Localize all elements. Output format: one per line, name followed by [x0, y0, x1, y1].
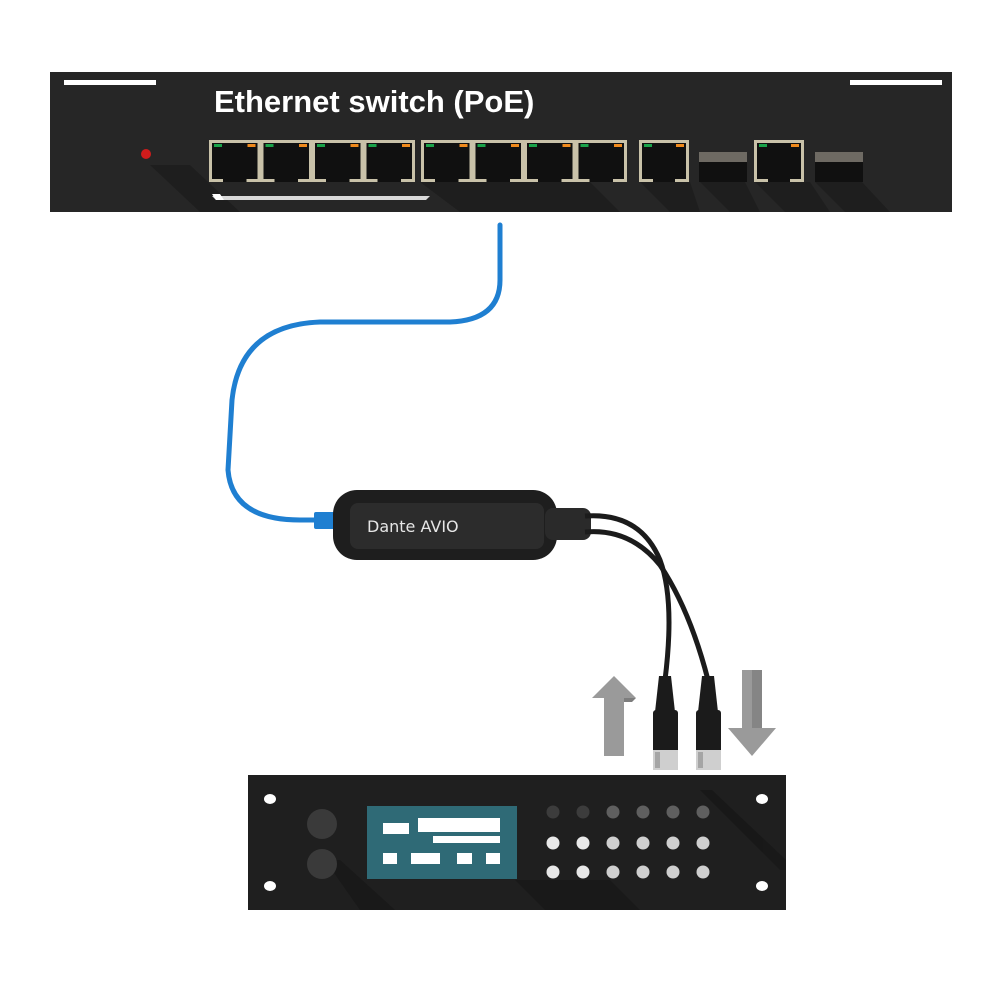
- switch-ear-line-left: [64, 80, 156, 85]
- cable-line: [225, 222, 503, 523]
- device-button: [696, 805, 710, 819]
- button-grid: [546, 805, 710, 879]
- device-button: [606, 836, 620, 850]
- device-button: [576, 865, 590, 879]
- switch-ear-line-right: [850, 80, 942, 85]
- up-arrow-icon: [592, 676, 636, 756]
- rj45-plug: [314, 512, 336, 529]
- device-button: [636, 836, 650, 850]
- activity-led-icon: [791, 144, 799, 147]
- device-button: [696, 836, 710, 850]
- device-button: [636, 865, 650, 879]
- rack-hole: [756, 794, 768, 804]
- device-button: [576, 805, 590, 819]
- rj45-port: [366, 143, 412, 182]
- port-group-4: [754, 140, 804, 182]
- device-shadow: [325, 790, 786, 910]
- switch-label-bar: [212, 196, 430, 200]
- link-led-icon: [759, 144, 767, 147]
- port-group-1: [209, 140, 415, 182]
- dante-avio-adapter: [333, 490, 591, 560]
- rj45-port: [212, 143, 258, 182]
- activity-led-icon: [562, 144, 571, 147]
- activity-led-icon: [511, 144, 519, 147]
- device-button: [696, 865, 710, 879]
- power-led-icon: [141, 149, 151, 159]
- device-button: [636, 805, 650, 819]
- adapter-panel: [350, 503, 544, 549]
- link-led-icon: [426, 144, 434, 147]
- link-led-icon: [265, 144, 274, 147]
- activity-led-icon: [247, 144, 256, 147]
- device-button: [666, 805, 680, 819]
- device-button: [546, 836, 560, 850]
- xlr-cable-left: [584, 513, 672, 681]
- device-button: [576, 836, 590, 850]
- down-arrow-icon: [728, 670, 776, 756]
- link-led-icon: [368, 144, 377, 147]
- xlr-connector-left: [653, 676, 678, 770]
- rj45-port: [263, 143, 309, 182]
- ethernet-cable: [225, 222, 503, 529]
- device-button: [606, 865, 620, 879]
- sfp-slot: [699, 152, 747, 182]
- adapter-label: Dante AVIO: [367, 517, 459, 536]
- activity-led-icon: [350, 144, 359, 147]
- rack-hole: [264, 794, 276, 804]
- activity-led-icon: [676, 144, 684, 147]
- port-group-3: [639, 140, 689, 182]
- device-button: [666, 865, 680, 879]
- xlr-cables: [584, 513, 711, 681]
- link-led-icon: [580, 144, 589, 147]
- knob-icon: [307, 809, 337, 839]
- activity-led-icon: [299, 144, 307, 147]
- device-button: [546, 805, 560, 819]
- rj45-port: [475, 143, 521, 182]
- activity-led-icon: [402, 144, 410, 147]
- sfp-slot: [815, 152, 863, 182]
- link-led-icon: [317, 144, 325, 147]
- adapter-tail: [545, 508, 591, 540]
- switch-title: Ethernet switch (PoE): [214, 84, 535, 119]
- rj45-port: [757, 143, 801, 182]
- audio-device: [248, 775, 786, 910]
- rj45-port: [315, 143, 361, 182]
- switch-label-bar-tip: [212, 194, 224, 200]
- switch-shadow: [150, 165, 890, 212]
- activity-led-icon: [459, 144, 468, 147]
- device-button: [546, 865, 560, 879]
- rack-hole: [264, 881, 276, 891]
- xlr-connector-right: [696, 676, 721, 770]
- display-segments: [383, 818, 500, 864]
- knob-icon: [307, 849, 337, 879]
- rj45-port: [578, 143, 624, 182]
- rj45-port: [424, 143, 470, 182]
- link-led-icon: [214, 144, 222, 147]
- rj45-port: [642, 143, 686, 182]
- rack-hole: [756, 881, 768, 891]
- link-led-icon: [529, 144, 537, 147]
- device-button: [606, 805, 620, 819]
- device-button: [666, 836, 680, 850]
- port-group-2: [421, 140, 627, 182]
- rj45-port: [527, 143, 573, 182]
- xlr-cable-right: [584, 529, 711, 681]
- activity-led-icon: [614, 144, 622, 147]
- link-led-icon: [644, 144, 652, 147]
- link-led-icon: [477, 144, 486, 147]
